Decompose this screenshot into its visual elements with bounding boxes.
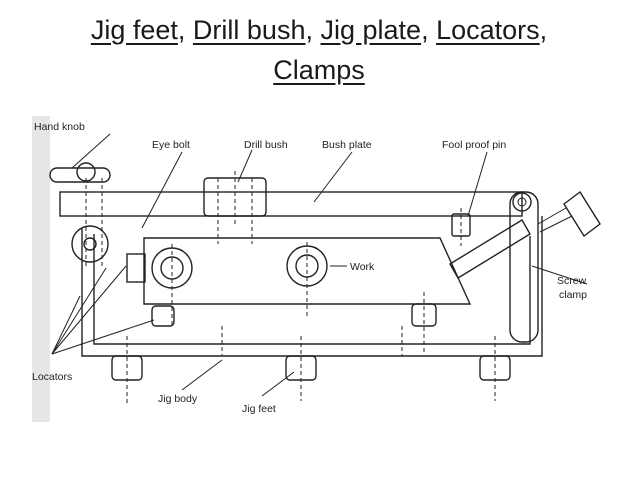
slide-title: Jig feet, Drill bush, Jig plate, Locator… xyxy=(0,10,638,90)
scan-shadow xyxy=(32,116,50,422)
title-separator: , xyxy=(421,15,437,45)
bottom-locators-shape xyxy=(151,292,437,356)
title-separator: , xyxy=(177,15,193,45)
jig-feet-shape xyxy=(111,336,511,406)
title-line-1: Jig feet, Drill bush, Jig plate, Locator… xyxy=(0,10,638,50)
label-locators: Locators xyxy=(32,371,72,383)
label-drill-bush: Drill bush xyxy=(244,139,288,151)
label-bush-plate: Bush plate xyxy=(322,139,372,151)
label-eye-bolt: Eye bolt xyxy=(152,139,190,151)
bush-plate-shape xyxy=(59,191,523,217)
label-jig-body: Jig body xyxy=(158,393,198,405)
screw-clamp-shape xyxy=(449,190,601,343)
title-keyword: Locators xyxy=(436,15,540,45)
title-keyword: Drill bush xyxy=(192,15,306,45)
title-keyword-clamps: Clamps xyxy=(273,55,365,85)
work-piece-shape xyxy=(143,237,472,326)
title-keyword: Jig plate xyxy=(320,15,422,45)
leader-lines xyxy=(51,133,588,397)
fool-proof-pin-shape xyxy=(451,208,471,246)
title-separator: , xyxy=(305,15,321,45)
jig-diagram-svg: Hand knob Eye bolt Drill bush Bush plate… xyxy=(32,116,601,422)
title-separator: , xyxy=(539,15,548,45)
label-jig-feet: Jig feet xyxy=(242,403,276,415)
title-keyword: Jig feet xyxy=(90,15,178,45)
jig-diagram: Hand knob Eye bolt Drill bush Bush plate… xyxy=(32,116,622,422)
label-clamp: clamp xyxy=(559,289,587,301)
label-fool-proof-pin: Fool proof pin xyxy=(442,139,506,151)
title-line-2: Clamps xyxy=(0,50,638,90)
drill-bush-shape xyxy=(203,171,267,244)
side-locator-shape xyxy=(126,253,146,283)
label-hand-knob: Hand knob xyxy=(34,121,85,133)
label-screw: Screw xyxy=(557,275,587,287)
hand-knob-shape xyxy=(49,162,111,266)
label-work: Work xyxy=(350,261,375,273)
eye-bolt-shape xyxy=(71,225,109,263)
